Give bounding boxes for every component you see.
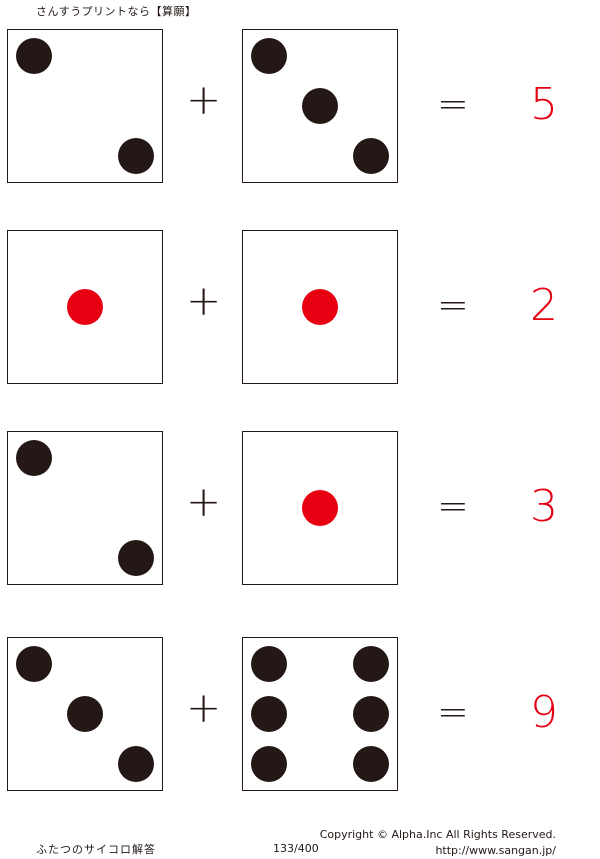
site-url: http://www.sangan.jp/ — [435, 844, 556, 857]
die-pip — [302, 88, 338, 124]
addition-problem: + = 2 — [0, 230, 600, 386]
die-pip — [302, 289, 338, 325]
die-pip — [251, 696, 288, 732]
right-die — [242, 637, 398, 791]
equals-sign: = — [437, 690, 469, 734]
right-die — [242, 29, 398, 183]
die-pip — [117, 746, 154, 783]
die-pip — [117, 540, 154, 577]
answer: 2 — [530, 280, 558, 331]
equals-sign: = — [437, 484, 469, 528]
plus-sign: + — [186, 477, 222, 526]
die-pip — [352, 138, 389, 175]
right-die — [242, 230, 398, 384]
addition-problem: + = 3 — [0, 431, 600, 587]
equals-sign: = — [437, 283, 469, 327]
die-pip — [67, 289, 103, 325]
copyright-notice: Copyright © Alpha.Inc All Rights Reserve… — [319, 828, 556, 841]
die-pip — [352, 746, 389, 783]
page-header: さんすうプリントなら【算願】 — [36, 5, 197, 18]
die-pip — [251, 37, 288, 74]
die-pip — [16, 37, 53, 74]
left-die — [7, 637, 163, 791]
die-pip — [352, 645, 389, 682]
left-die — [7, 431, 163, 585]
die-pip — [16, 645, 53, 682]
page-number: 133/400 — [273, 842, 319, 855]
die-pip — [117, 138, 154, 175]
answer: 5 — [530, 79, 558, 130]
equals-sign: = — [437, 82, 469, 126]
plus-sign: + — [186, 276, 222, 325]
left-die — [7, 230, 163, 384]
die-pip — [302, 490, 338, 526]
addition-problem: + = 9 — [0, 637, 600, 793]
plus-sign: + — [186, 75, 222, 124]
addition-problem: + = 5 — [0, 29, 600, 185]
right-die — [242, 431, 398, 585]
left-die — [7, 29, 163, 183]
die-pip — [251, 645, 288, 682]
answer: 9 — [530, 687, 558, 738]
die-pip — [16, 439, 53, 476]
die-pip — [352, 696, 389, 732]
plus-sign: + — [186, 683, 222, 732]
answer: 3 — [530, 481, 558, 532]
die-pip — [251, 746, 288, 783]
footer-title: ふたつのサイコロ解答 — [36, 843, 156, 856]
die-pip — [67, 696, 103, 732]
